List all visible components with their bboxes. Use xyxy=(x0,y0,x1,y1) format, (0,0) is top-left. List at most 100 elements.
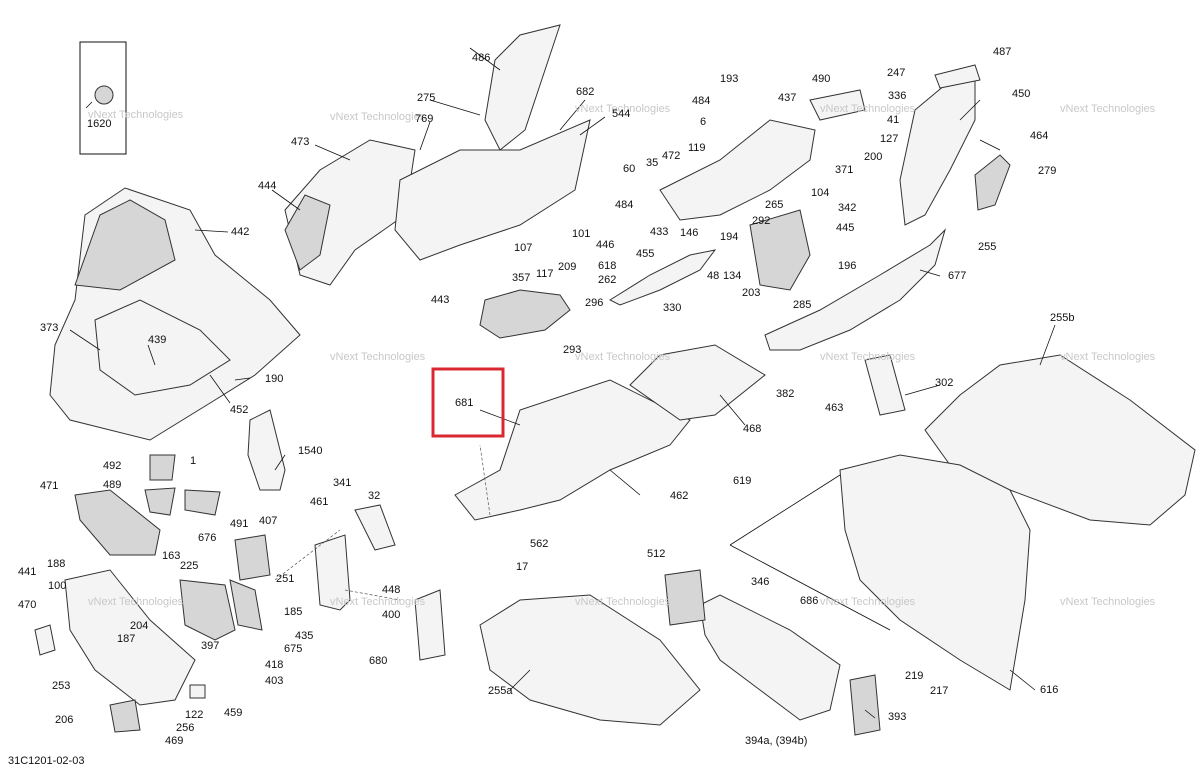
callout-251[interactable]: 251 xyxy=(276,573,294,585)
callout-302[interactable]: 302 xyxy=(935,377,953,389)
callout-101[interactable]: 101 xyxy=(572,228,590,240)
callout-217[interactable]: 217 xyxy=(930,685,948,697)
callout-346[interactable]: 346 xyxy=(751,576,769,588)
callout-193[interactable]: 193 xyxy=(720,73,738,85)
callout-680[interactable]: 680 xyxy=(369,655,387,667)
callout-487[interactable]: 487 xyxy=(993,46,1011,58)
callout-469[interactable]: 469 xyxy=(165,735,183,747)
callout-676[interactable]: 676 xyxy=(198,532,216,544)
callout-285[interactable]: 285 xyxy=(793,299,811,311)
callout-452[interactable]: 452 xyxy=(230,404,248,416)
callout-292[interactable]: 292 xyxy=(752,215,770,227)
callout-122[interactable]: 122 xyxy=(185,709,203,721)
callout-255b[interactable]: 255b xyxy=(1050,312,1074,324)
callout-484[interactable]: 484 xyxy=(692,95,710,107)
callout-127[interactable]: 127 xyxy=(880,133,898,145)
callout-293[interactable]: 293 xyxy=(563,344,581,356)
callout-119[interactable]: 119 xyxy=(688,142,706,154)
callout-255[interactable]: 255 xyxy=(978,241,996,253)
callout-187[interactable]: 187 xyxy=(117,633,135,645)
callout-464[interactable]: 464 xyxy=(1030,130,1048,142)
callout-462[interactable]: 462 xyxy=(670,490,688,502)
callout-336[interactable]: 336 xyxy=(888,90,906,102)
callout-146[interactable]: 146 xyxy=(680,227,698,239)
callout-204[interactable]: 204 xyxy=(130,620,148,632)
callout-686[interactable]: 686 xyxy=(800,595,818,607)
callout-490[interactable]: 490 xyxy=(812,73,830,85)
callout-512[interactable]: 512 xyxy=(647,548,665,560)
callout-256[interactable]: 256 xyxy=(176,722,194,734)
callout-262[interactable]: 262 xyxy=(598,274,616,286)
callout-443[interactable]: 443 xyxy=(431,294,449,306)
callout-247[interactable]: 247 xyxy=(887,67,905,79)
callout-677[interactable]: 677 xyxy=(948,270,966,282)
callout-196[interactable]: 196 xyxy=(838,260,856,272)
callout-445[interactable]: 445 xyxy=(836,222,854,234)
callout-342[interactable]: 342 xyxy=(838,202,856,214)
callout-60[interactable]: 60 xyxy=(623,163,635,175)
callout-190[interactable]: 190 xyxy=(265,373,283,385)
callout-17[interactable]: 17 xyxy=(516,561,528,573)
callout-163[interactable]: 163 xyxy=(162,550,180,562)
callout-41[interactable]: 41 xyxy=(887,114,899,126)
callout-433[interactable]: 433 xyxy=(650,226,668,238)
callout-275[interactable]: 275 xyxy=(417,92,435,104)
callout-461[interactable]: 461 xyxy=(310,496,328,508)
callout-209[interactable]: 209 xyxy=(558,261,576,273)
callout-619[interactable]: 619 xyxy=(733,475,751,487)
callout-48[interactable]: 48 xyxy=(707,270,719,282)
callout-562[interactable]: 562 xyxy=(530,538,548,550)
callout-444[interactable]: 444 xyxy=(258,180,276,192)
callout-769[interactable]: 769 xyxy=(415,113,433,125)
callout-681[interactable]: 681 xyxy=(455,397,473,409)
callout-394a[interactable]: 394a, (394b) xyxy=(745,735,807,747)
callout-407[interactable]: 407 xyxy=(259,515,277,527)
callout-675[interactable]: 675 xyxy=(284,643,302,655)
callout-371[interactable]: 371 xyxy=(835,164,853,176)
callout-134[interactable]: 134 xyxy=(723,270,741,282)
callout-265[interactable]: 265 xyxy=(765,199,783,211)
callout-446[interactable]: 446 xyxy=(596,239,614,251)
callout-403[interactable]: 403 xyxy=(265,675,283,687)
callout-492[interactable]: 492 xyxy=(103,460,121,472)
callout-439[interactable]: 439 xyxy=(148,334,166,346)
callout-418[interactable]: 418 xyxy=(265,659,283,671)
callout-450[interactable]: 450 xyxy=(1012,88,1030,100)
callout-194[interactable]: 194 xyxy=(720,231,738,243)
callout-341[interactable]: 341 xyxy=(333,477,351,489)
callout-448[interactable]: 448 xyxy=(382,584,400,596)
callout-455[interactable]: 455 xyxy=(636,248,654,260)
callout-616[interactable]: 616 xyxy=(1040,684,1058,696)
callout-117[interactable]: 117 xyxy=(536,268,554,280)
callout-471[interactable]: 471 xyxy=(40,480,58,492)
callout-32[interactable]: 32 xyxy=(368,490,380,502)
callout-104[interactable]: 104 xyxy=(811,187,829,199)
callout-185[interactable]: 185 xyxy=(284,606,302,618)
callout-472[interactable]: 472 xyxy=(662,150,680,162)
callout-484b[interactable]: 484 xyxy=(615,199,633,211)
callout-225[interactable]: 225 xyxy=(180,560,198,572)
callout-682[interactable]: 682 xyxy=(576,86,594,98)
callout-437[interactable]: 437 xyxy=(778,92,796,104)
callout-357[interactable]: 357 xyxy=(512,272,530,284)
callout-486[interactable]: 486 xyxy=(472,52,490,64)
callout-1[interactable]: 1 xyxy=(190,455,196,467)
callout-296[interactable]: 296 xyxy=(585,297,603,309)
callout-1620[interactable]: 1620 xyxy=(87,118,111,130)
callout-203[interactable]: 203 xyxy=(742,287,760,299)
callout-491[interactable]: 491 xyxy=(230,518,248,530)
callout-618[interactable]: 618 xyxy=(598,260,616,272)
callout-373[interactable]: 373 xyxy=(40,322,58,334)
callout-35[interactable]: 35 xyxy=(646,157,658,169)
callout-473[interactable]: 473 xyxy=(291,136,309,148)
callout-206[interactable]: 206 xyxy=(55,714,73,726)
callout-463[interactable]: 463 xyxy=(825,402,843,414)
callout-100[interactable]: 100 xyxy=(48,580,66,592)
callout-400[interactable]: 400 xyxy=(382,609,400,621)
callout-397[interactable]: 397 xyxy=(201,640,219,652)
callout-470[interactable]: 470 xyxy=(18,599,36,611)
callout-435[interactable]: 435 xyxy=(295,630,313,642)
callout-393[interactable]: 393 xyxy=(888,711,906,723)
callout-279[interactable]: 279 xyxy=(1038,165,1056,177)
callout-489[interactable]: 489 xyxy=(103,479,121,491)
